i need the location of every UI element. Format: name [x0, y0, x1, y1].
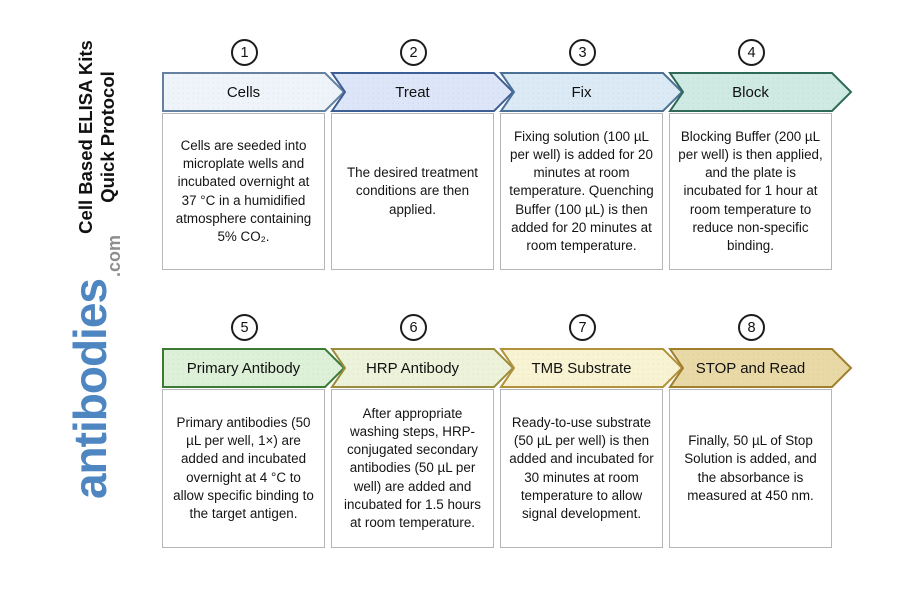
chevron-texture	[163, 73, 344, 111]
chevron-texture	[670, 73, 851, 111]
step-label: Primary Antibody	[186, 359, 301, 377]
step-description: Blocking Buffer (200 µL per well) is the…	[669, 113, 832, 270]
step-label: TMB Substrate	[531, 359, 632, 377]
step-label: Treat	[395, 83, 430, 101]
chevron-texture	[332, 73, 513, 111]
step-description: Fixing solution (100 µL per well) is add…	[500, 113, 663, 270]
step-description: Primary antibodies (50 µL per well, 1×) …	[162, 389, 325, 548]
chevron-texture	[501, 349, 682, 387]
step-number-badge: 2	[400, 39, 427, 66]
page-title-line2: Quick Protocol	[97, 71, 118, 203]
step-label: Fix	[571, 83, 592, 101]
chevron-texture	[332, 349, 513, 387]
page-title-line1: Cell Based ELISA Kits	[74, 40, 96, 234]
chevron-band-row2	[162, 348, 853, 388]
step-description: The desired treatment conditions are the…	[331, 113, 494, 270]
step-label: Block	[732, 83, 769, 101]
step-number-badge: 4	[738, 39, 765, 66]
chevron-texture	[670, 349, 851, 387]
step-label: STOP and Read	[695, 359, 806, 377]
step-label: HRP Antibody	[365, 359, 460, 377]
step-number-badge: 5	[231, 314, 258, 341]
step-description: Ready-to-use substrate (50 µL per well) …	[500, 389, 663, 548]
step-number-badge: 6	[400, 314, 427, 341]
chevron-texture	[501, 73, 682, 111]
step-number-badge: 8	[738, 314, 765, 341]
step-description: Cells are seeded into microplate wells a…	[162, 113, 325, 270]
brand-logo: antibodies.com	[63, 232, 127, 502]
chevron-band-row1	[162, 72, 853, 112]
step-description: After appropriate washing steps, HRP-con…	[331, 389, 494, 548]
page-title: Cell Based ELISA Kits Quick Protocol	[73, 27, 121, 247]
brand-name: antibodies	[64, 279, 116, 500]
step-label: Cells	[226, 83, 261, 101]
step-number-badge: 3	[569, 39, 596, 66]
brand-tld: .com	[104, 234, 124, 277]
step-number-badge: 1	[231, 39, 258, 66]
chevron-texture	[163, 349, 344, 387]
step-number-badge: 7	[569, 314, 596, 341]
step-description: Finally, 50 µL of Stop Solution is added…	[669, 389, 832, 548]
